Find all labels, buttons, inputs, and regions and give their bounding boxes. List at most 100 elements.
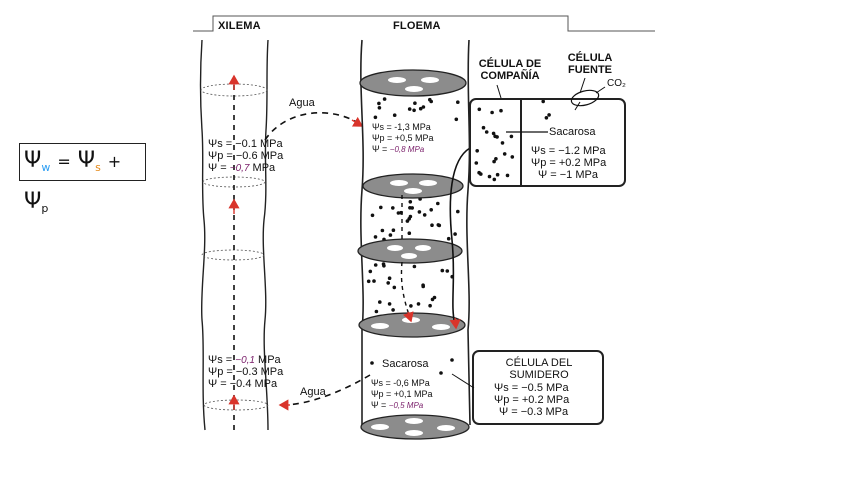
sucrose-dot — [396, 211, 401, 215]
sucrose-dot — [456, 100, 460, 104]
handwritten-value: −0,1 — [235, 355, 255, 366]
sucrose-dot — [373, 115, 378, 120]
subscript-s: s — [95, 161, 101, 174]
source-cells-box — [469, 98, 626, 187]
sucrose-dot — [407, 231, 412, 235]
sucrose-dot — [445, 269, 450, 273]
sucrose-dot — [502, 152, 507, 156]
sucrose-dot — [492, 159, 496, 164]
header-rule — [193, 15, 655, 32]
water-label-bottom: Agua — [300, 386, 326, 398]
sucrose-dot — [387, 302, 392, 306]
sucrose-dot — [429, 99, 434, 104]
sucrose-dot — [413, 101, 417, 105]
sucrose-dot — [456, 209, 460, 214]
unit: MPa — [249, 162, 276, 174]
psi-symbol: Ψ — [77, 148, 96, 173]
sucrose-dot — [412, 108, 416, 113]
sucrose-dot — [440, 268, 445, 273]
sucrose-dot — [450, 358, 454, 362]
sucrose-dot — [417, 210, 422, 214]
phloem-upper-psi-p: Ψp = +0,5 MPa — [372, 133, 434, 143]
xylem-upper-psi: Ψ = −0,7 MPa — [208, 162, 276, 175]
xylem-upper-psi-p: Ψp = −0.6 MPa — [208, 150, 284, 162]
sucrose-dot — [421, 105, 426, 109]
source-cell-label: CÉLULA FUENTE — [555, 52, 625, 76]
psi-prefix: Ψs = — [208, 354, 236, 366]
sucrose-dot — [408, 214, 413, 219]
sucrose-dot — [421, 284, 426, 289]
sucrose-dot — [547, 113, 551, 117]
sucrose-dot — [436, 223, 441, 227]
sieve-plate — [362, 173, 464, 199]
sucrose-dot — [388, 233, 393, 237]
handwritten-value: −0,8 MPa — [389, 145, 425, 154]
label-line: CÉLULA — [567, 52, 613, 64]
sieve-plate — [360, 414, 470, 440]
xylem-lower-psi-s: Ψs = −0,1 MPa — [208, 354, 281, 367]
sucrose-dot — [379, 205, 383, 210]
handwritten-value: −0,5 MPa — [388, 401, 424, 410]
sink-psi-p: Ψp = +0.2 MPa — [494, 394, 570, 406]
phloem-lower-psi-p: Ψp = +0,1 MPa — [371, 389, 433, 399]
phloem-lower-psi-s: Ψs = -0,6 MPa — [371, 378, 430, 388]
sucrose-dot — [422, 213, 427, 217]
sucrose-dot — [495, 172, 500, 177]
water-arrow-top — [264, 112, 361, 141]
sink-psi-s: Ψs = −0.5 MPa — [494, 382, 569, 394]
sucrose-dot — [377, 101, 381, 106]
subscript-p: p — [41, 202, 49, 215]
sieve-plate — [357, 238, 463, 264]
sucrose-dot — [495, 135, 499, 139]
water-potential-equation: Ψw = Ψs + Ψp — [19, 143, 146, 215]
label-line: FUENTE — [568, 64, 612, 76]
sucrose-dot — [479, 172, 483, 176]
phloem-lower-psi: Ψ = −0,5 MPa — [371, 400, 423, 411]
sucrose-dot — [382, 97, 387, 101]
sucrose-dot — [368, 269, 373, 274]
sucrose-dot — [430, 223, 434, 227]
sucrose-dot — [412, 264, 417, 269]
water-label-top: Agua — [289, 97, 315, 109]
source-psi-p: Ψp = +0.2 MPa — [531, 157, 607, 169]
label-line: CÉLULA DE — [478, 58, 542, 70]
xylem-header: XILEMA — [218, 20, 261, 32]
phloem-header: FLOEMA — [393, 20, 441, 32]
sucrose-dot — [387, 276, 392, 281]
sucrose-dot — [509, 134, 514, 139]
xylem-lower-psi: Ψ = −0.4 MPa — [208, 378, 278, 390]
phloem-sucrose-label: Sacarosa — [382, 358, 429, 370]
sucrose-dot — [380, 228, 385, 233]
psi-symbol: Ψ — [24, 148, 42, 173]
sucrose-dot — [418, 106, 423, 111]
phloem-tube — [357, 39, 551, 440]
sucrose-dot — [372, 279, 376, 283]
sucrose-dot — [416, 302, 421, 306]
phloem-upper-psi-s: Ψs = -1,3 MPa — [372, 122, 431, 132]
sucrose-dot — [429, 208, 434, 212]
sucrose-dot — [373, 235, 378, 239]
sucrose-dot — [487, 174, 492, 179]
sucrose-dot — [381, 262, 386, 266]
sucrose-dot — [386, 281, 391, 285]
sucrose-dot — [453, 232, 457, 236]
sucrose-dot — [446, 236, 451, 241]
xylem-tube — [199, 39, 269, 431]
sink-psi: Ψ = −0.3 MPa — [499, 406, 569, 418]
sucrose-dot — [490, 110, 494, 115]
sucrose-dot — [432, 295, 437, 300]
sucrose-dot — [391, 228, 396, 232]
sucrose-dot — [370, 361, 374, 365]
plus-sign: + — [107, 152, 122, 171]
sucrose-dot — [492, 177, 497, 182]
co2-label: CO₂ — [607, 78, 626, 89]
sucrose-dot — [370, 213, 375, 218]
sucrose-dot — [510, 155, 515, 159]
xylem-lower-psi-p: Ψp = −0.3 MPa — [208, 366, 284, 378]
handwritten-value: −0,7 — [229, 163, 250, 174]
sucrose-dot — [475, 149, 480, 153]
sucrose-dot — [407, 107, 412, 111]
label-line: COMPAÑÍA — [480, 70, 540, 82]
sucrose-dot — [505, 173, 510, 178]
